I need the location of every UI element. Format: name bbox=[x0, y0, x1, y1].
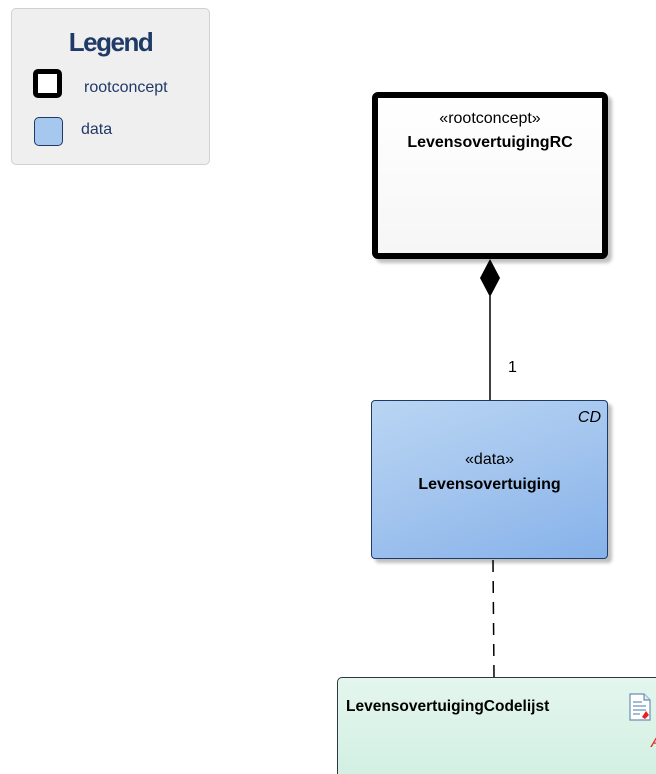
document-icon bbox=[629, 693, 651, 721]
class-levensovertuiging[interactable]: CD «data» Levensovertuiging bbox=[371, 400, 608, 559]
legend-title: Legend bbox=[68, 27, 154, 57]
class-tag: CD bbox=[577, 409, 601, 426]
legend-swatch-rootconcept bbox=[33, 69, 62, 98]
class-name: Levensovertuiging bbox=[418, 476, 561, 493]
composition-diamond bbox=[480, 259, 500, 297]
multiplicity-label: 1 bbox=[508, 359, 517, 376]
class-name: LevensovertuigingCodelijst bbox=[346, 698, 550, 715]
class-stereotype: «rootconcept» bbox=[439, 110, 541, 127]
class-stereotype: «data» bbox=[465, 451, 514, 468]
legend: Legend rootconcept data bbox=[11, 8, 210, 165]
legend-swatch-data bbox=[34, 117, 63, 146]
dependency-line[interactable] bbox=[492, 559, 495, 678]
legend-label-data: data bbox=[81, 121, 113, 138]
class-levensovertuigingcodelijst[interactable]: LevensovertuigingCodelijst A bbox=[337, 677, 656, 774]
class-levensovertuigingrc[interactable]: «rootconcept» LevensovertuigingRC bbox=[372, 92, 608, 259]
legend-label-rootconcept: rootconcept bbox=[84, 79, 168, 96]
class-name: LevensovertuigingRC bbox=[407, 134, 573, 151]
class-tag: A bbox=[651, 734, 656, 752]
